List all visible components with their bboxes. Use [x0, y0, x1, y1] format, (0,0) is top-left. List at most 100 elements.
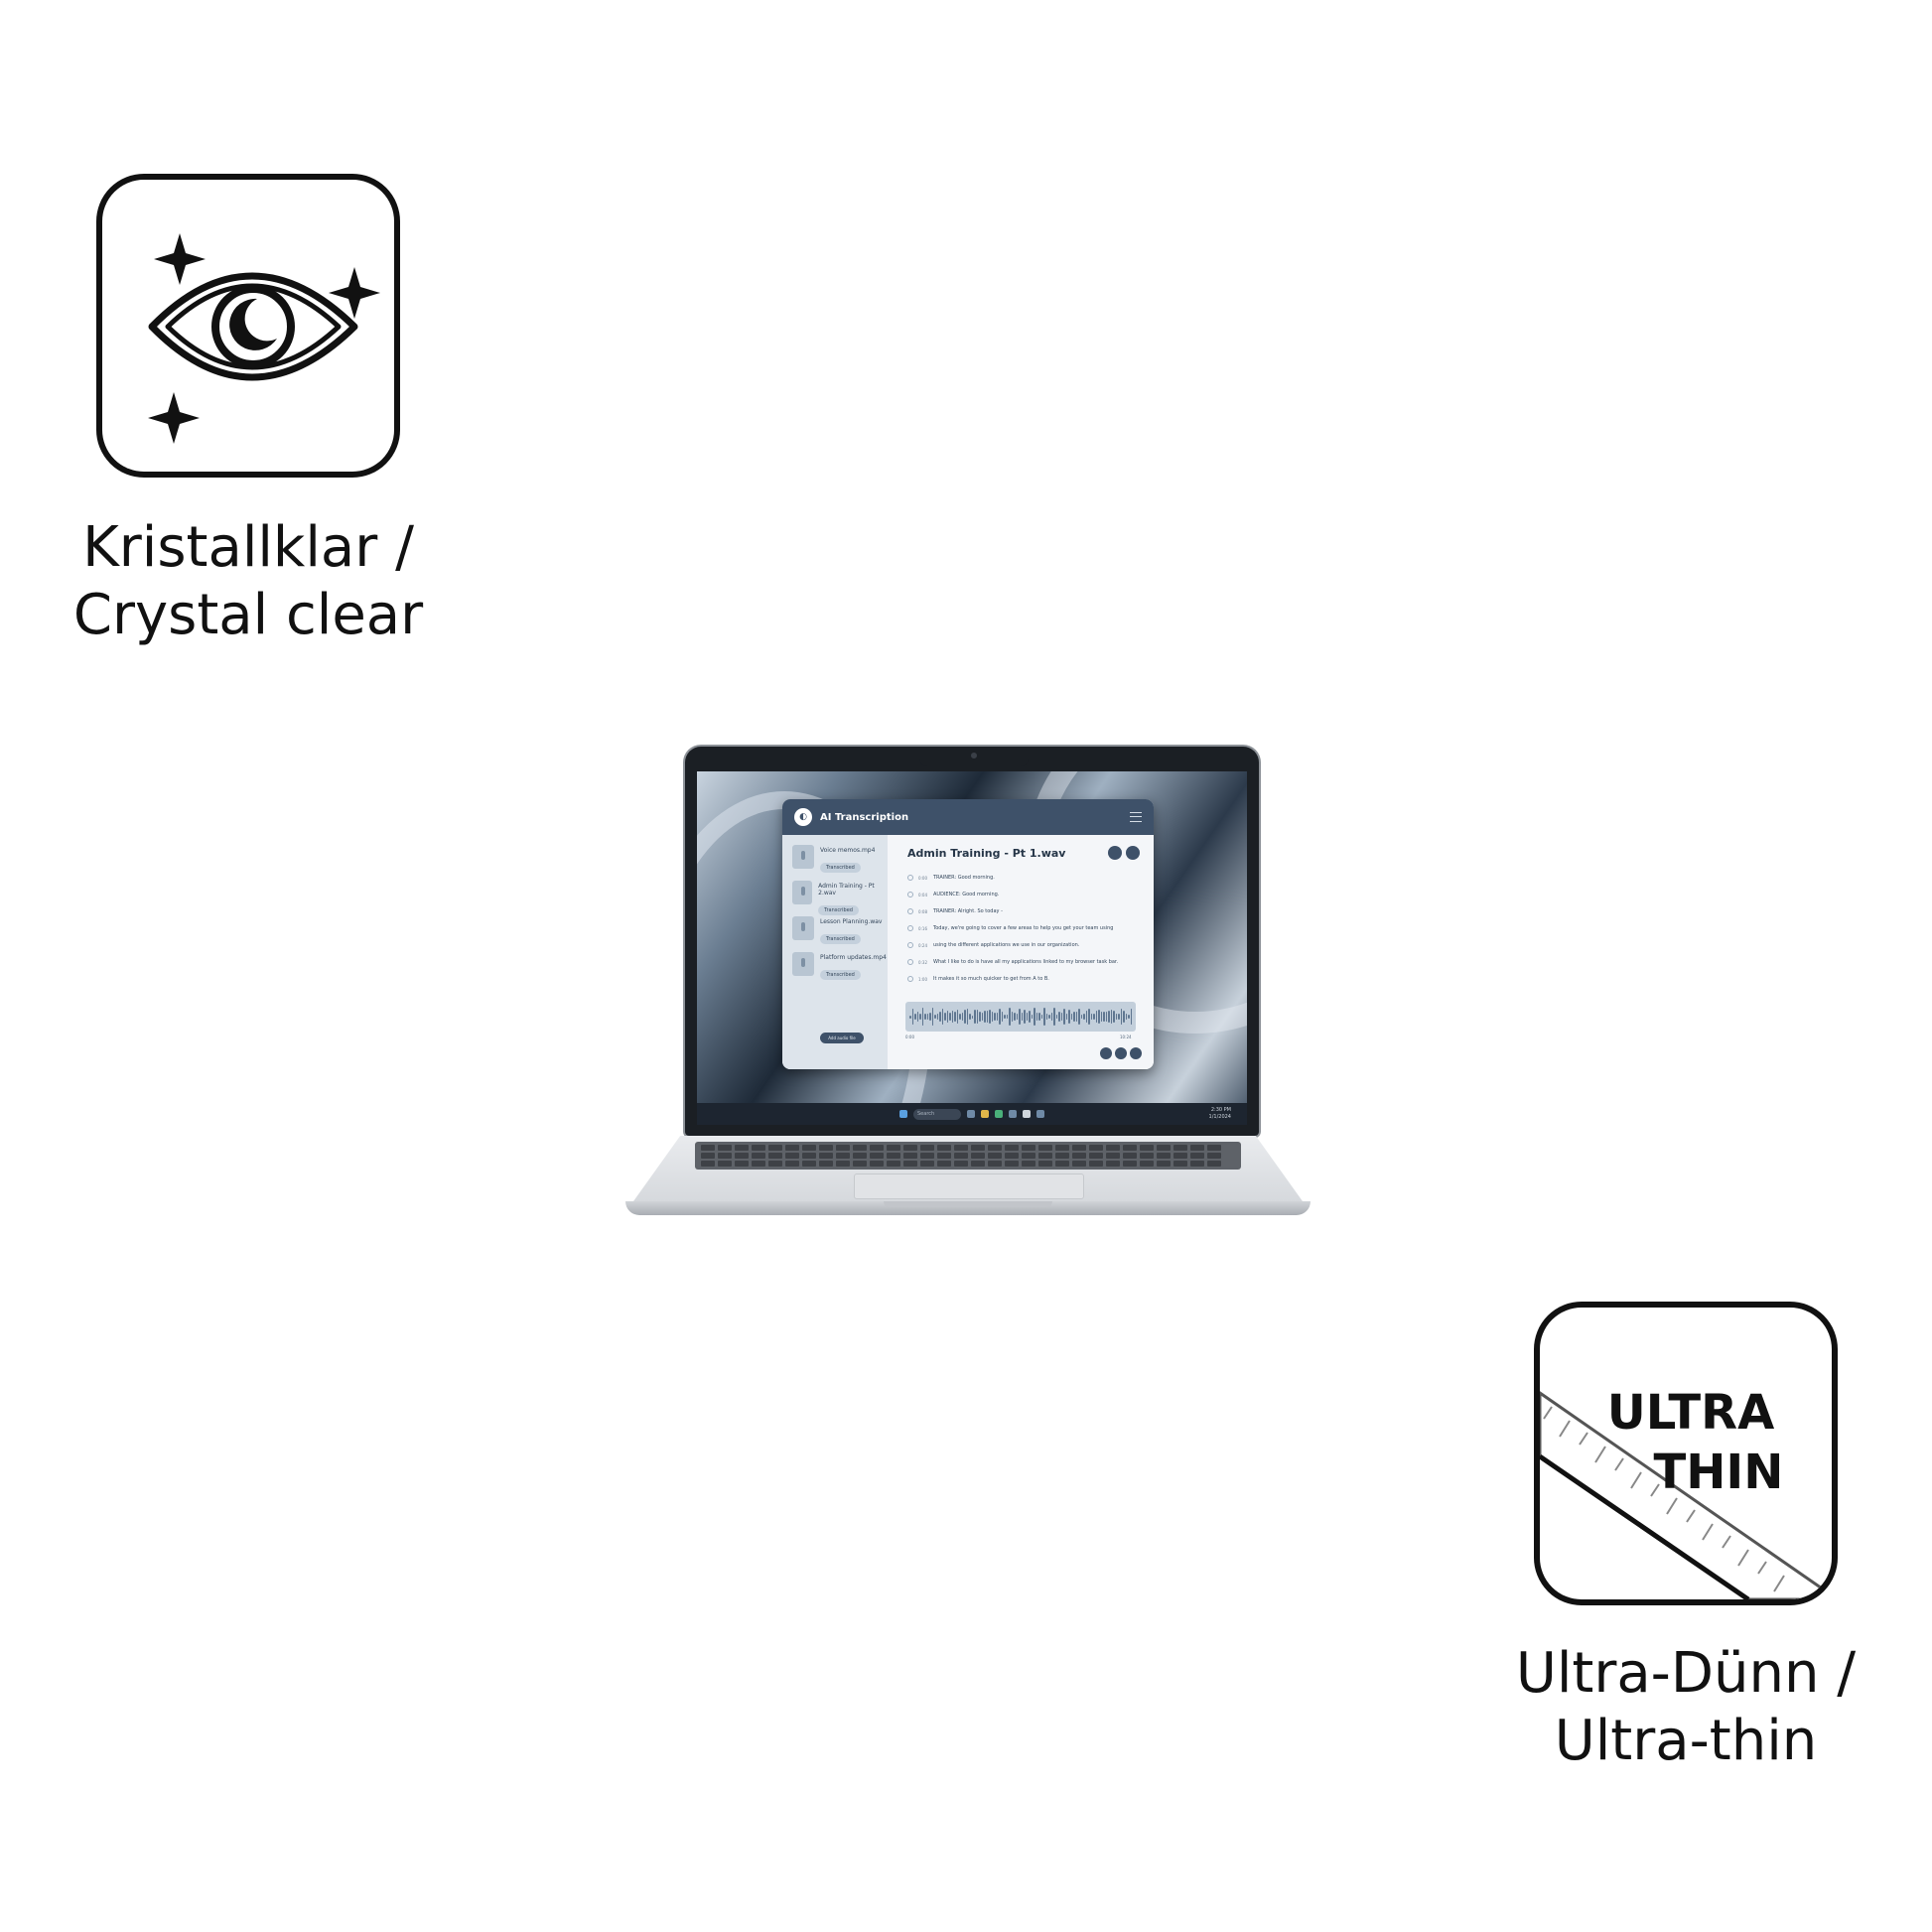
- waveform-bar: [941, 1008, 943, 1026]
- hamburger-menu-icon[interactable]: [1130, 812, 1142, 822]
- keyboard-key: [752, 1145, 765, 1151]
- waveform-bar: [1073, 1011, 1075, 1023]
- waveform-bar: [989, 1010, 991, 1024]
- play-dot-icon[interactable]: [907, 875, 913, 881]
- audio-waveform[interactable]: [905, 1002, 1136, 1032]
- line-time: 0:00: [918, 875, 927, 881]
- taskbar-app-icon[interactable]: [1023, 1110, 1031, 1118]
- laptop-image: ◐ AI Transcription Voice memos.mp4 Trans…: [625, 745, 1311, 1231]
- keyboard-key: [1055, 1153, 1069, 1159]
- taskbar-app-icon[interactable]: [1036, 1110, 1044, 1118]
- waveform-bar: [939, 1012, 941, 1022]
- waveform-bar: [1068, 1009, 1070, 1025]
- play-dot-icon[interactable]: [907, 959, 913, 965]
- keyboard-key: [887, 1161, 900, 1167]
- ultra-thin-badge: ULTRA THIN: [1534, 1302, 1838, 1605]
- waveform-bar: [986, 1011, 988, 1023]
- clock-date: 1/1/2024: [1208, 1114, 1231, 1120]
- play-dot-icon[interactable]: [907, 976, 913, 982]
- waveform-bar: [1118, 1013, 1120, 1021]
- export-button[interactable]: [1126, 846, 1140, 860]
- keyboard-key: [971, 1145, 985, 1151]
- ultra-thin-caption: Ultra-Dünn / Ultra-thin: [1457, 1640, 1914, 1775]
- keyboard-key: [1055, 1161, 1069, 1167]
- keyboard-key: [1207, 1161, 1221, 1167]
- keyboard-key: [1207, 1153, 1221, 1159]
- start-icon[interactable]: [899, 1110, 907, 1118]
- folder-icon[interactable]: [981, 1110, 989, 1118]
- keyboard-key: [752, 1153, 765, 1159]
- waveform-bar: [1031, 1014, 1033, 1020]
- waveform-bar: [974, 1010, 976, 1024]
- keyboard-key: [920, 1145, 934, 1151]
- file-list-item[interactable]: Voice memos.mp4 Transcribed: [792, 845, 875, 873]
- copy-button[interactable]: [1108, 846, 1122, 860]
- keyboard-key: [1106, 1153, 1120, 1159]
- waveform-bar: [911, 1009, 913, 1025]
- keyboard-key: [1157, 1145, 1171, 1151]
- add-audio-file-button[interactable]: Add audio file: [820, 1033, 864, 1043]
- play-dot-icon[interactable]: [907, 908, 913, 914]
- waveform-bar: [1014, 1012, 1016, 1022]
- line-text: What I like to do is have all my applica…: [933, 959, 1119, 965]
- waveform-bar: [956, 1009, 958, 1025]
- file-list-item[interactable]: Platform updates.mp4 Transcribed: [792, 952, 887, 980]
- keyboard-key: [752, 1161, 765, 1167]
- waveform-bar: [1130, 1009, 1132, 1025]
- trackpad: [854, 1173, 1084, 1199]
- keyboard-key: [1190, 1153, 1204, 1159]
- waveform-bar: [1016, 1014, 1018, 1020]
- keyboard-key: [768, 1145, 782, 1151]
- forward-button[interactable]: [1130, 1047, 1142, 1059]
- waveform-bar: [944, 1013, 946, 1021]
- keyboard-key: [1190, 1161, 1204, 1167]
- waveform-bar: [1065, 1013, 1067, 1021]
- waveform-bar: [1128, 1015, 1130, 1019]
- play-dot-icon[interactable]: [907, 942, 913, 948]
- file-name: Platform updates.mp4: [820, 954, 887, 961]
- keyboard-key: [1123, 1145, 1137, 1151]
- laptop-base: [625, 1136, 1311, 1225]
- keyboard-key: [819, 1153, 833, 1159]
- waveform-bar: [1123, 1010, 1125, 1024]
- file-list-item[interactable]: Admin Training - Pt 2.wav Transcribed: [792, 881, 888, 915]
- line-time: 0:08: [918, 908, 927, 914]
- browser-icon[interactable]: [995, 1110, 1003, 1118]
- waveform-bar: [1120, 1009, 1122, 1025]
- taskbar-app-icon[interactable]: [967, 1110, 975, 1118]
- waveform-bar: [919, 1013, 921, 1021]
- keyboard: [695, 1142, 1241, 1170]
- keyboard-key: [1072, 1153, 1086, 1159]
- keyboard-key: [1089, 1145, 1103, 1151]
- play-button[interactable]: [1115, 1047, 1127, 1059]
- waveform-bar: [1093, 1014, 1095, 1020]
- thin-text: THIN: [1654, 1445, 1784, 1500]
- taskbar-app-icon[interactable]: [1009, 1110, 1017, 1118]
- taskbar-clock[interactable]: 2:30 PM 1/1/2024: [1209, 1107, 1231, 1121]
- keyboard-key: [1173, 1145, 1187, 1151]
- play-dot-icon[interactable]: [907, 892, 913, 897]
- keyboard-key: [718, 1145, 732, 1151]
- file-name: Admin Training - Pt 2.wav: [818, 883, 875, 897]
- keyboard-key: [1038, 1153, 1052, 1159]
- waveform-bar: [946, 1011, 948, 1023]
- waveform-bar: [1110, 1010, 1112, 1024]
- keyboard-key: [903, 1161, 917, 1167]
- waveform-bar: [961, 1012, 963, 1022]
- waveform-bar: [916, 1011, 918, 1023]
- play-dot-icon[interactable]: [907, 925, 913, 931]
- keyboard-key: [768, 1161, 782, 1167]
- key-row: [701, 1161, 1221, 1167]
- waveform-bar: [1024, 1010, 1026, 1024]
- waveform-bar: [1029, 1010, 1031, 1024]
- waveform-bar: [954, 1011, 956, 1023]
- file-list-item[interactable]: Lesson Planning.wav Transcribed: [792, 916, 882, 944]
- rewind-button[interactable]: [1100, 1047, 1112, 1059]
- ultra-thin-caption-line2: Ultra-thin: [1554, 1709, 1818, 1773]
- taskbar-search[interactable]: Search: [913, 1108, 961, 1120]
- file-name: Voice memos.mp4: [820, 847, 876, 854]
- keyboard-key: [735, 1161, 749, 1167]
- keyboard-key: [1207, 1145, 1221, 1151]
